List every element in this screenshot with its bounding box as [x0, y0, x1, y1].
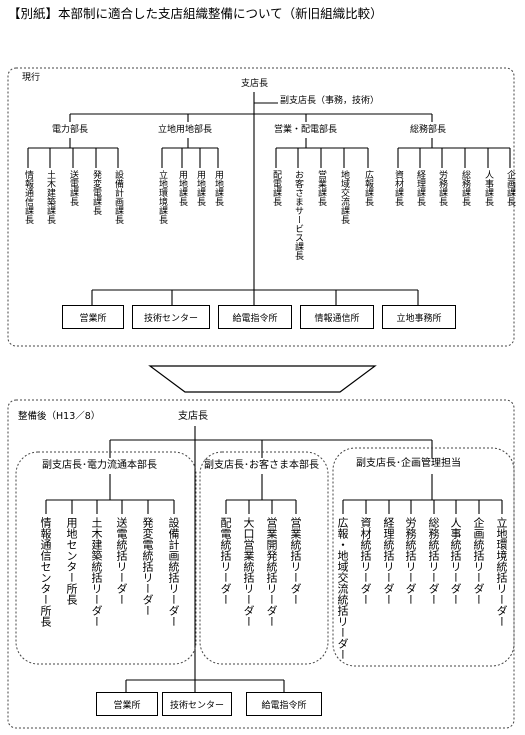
member-title: 発変電統括リーダー	[141, 517, 154, 616]
member-title: 営業統括リーダー	[289, 517, 302, 605]
section-title: 用地課長	[177, 170, 187, 206]
current-deputy: 副支店長（事務，技術）	[280, 96, 380, 106]
member-title: 労務統括リーダー	[404, 517, 417, 605]
member-title: 広報・地域交流統括リーダー	[336, 517, 349, 660]
section-title: 用地課長	[195, 170, 205, 206]
member-title: 土木建築統括リーダー	[90, 517, 103, 627]
office-box: 技術センター	[132, 305, 210, 329]
dept-name: 営業・配電部長	[274, 125, 338, 135]
section-title: 情報通信課長	[23, 170, 33, 224]
section-title: 設備計画課長	[113, 170, 123, 224]
section-title: お客さまサービス課長	[293, 170, 303, 260]
page-title: 【別紙】本部制に適合した支店組織整備について（新旧組織比較）	[8, 6, 383, 21]
dept-name: 電力部長	[52, 125, 89, 135]
dept-name: 総務部長	[410, 125, 447, 135]
section-title: 立地環境課長	[157, 170, 167, 224]
member-title: 設備計画統括リーダー	[167, 517, 180, 627]
section-title: 経理課長	[415, 170, 425, 206]
member-title: 用地センター所長	[65, 517, 78, 605]
dept-name: 立地用地部長	[158, 125, 213, 135]
current-frame	[7, 67, 515, 347]
group-enclosure-1	[15, 451, 197, 665]
section-title: 総務課長	[460, 170, 470, 206]
transition-arrow	[148, 365, 377, 393]
member-title: 人事統括リーダー	[449, 517, 462, 605]
section-title: 営業課長	[316, 170, 326, 206]
group-enclosure-3	[332, 447, 515, 667]
office-box: 技術センター	[162, 692, 232, 716]
member-title: 資材統括リーダー	[359, 517, 372, 605]
member-title: 情報通信センター所長	[39, 517, 52, 627]
current-root: 支店長	[241, 79, 269, 89]
section-title: 地域交流課長	[339, 170, 349, 224]
member-title: 経理統括リーダー	[382, 517, 395, 605]
section-title: 広報課長	[363, 170, 373, 206]
office-box: 立地事務所	[382, 305, 456, 329]
member-title: 立地環境統括リーダー	[495, 517, 508, 627]
group-name: 副支店長･電力流通本部長	[42, 460, 157, 471]
section-title: 資材課長	[393, 170, 403, 206]
section-title: 用地課長	[213, 170, 223, 206]
office-box: 給電指令所	[218, 305, 292, 329]
current-label: 現行	[22, 73, 41, 83]
section-title: 人事課長	[483, 170, 493, 206]
section-title: 企画課長	[505, 170, 515, 206]
member-title: 企画統括リーダー	[472, 517, 485, 605]
group-name: 副支店長･企画管理担当	[356, 458, 461, 469]
section-title: 労務課長	[437, 170, 447, 206]
section-title: 送電課長	[68, 170, 78, 206]
member-title: 配電統括リーダー	[219, 517, 232, 605]
member-title: 総務統括リーダー	[427, 517, 440, 605]
after-label: 整備後（H13／8）	[18, 411, 101, 422]
section-title: 発変電課長	[91, 170, 101, 215]
member-title: 大口営業統括リーダー	[242, 517, 255, 627]
after-root: 支店長	[178, 411, 208, 422]
group-enclosure-2	[199, 451, 329, 665]
office-box: 情報通信所	[300, 305, 374, 329]
after-frame	[7, 399, 515, 729]
section-title: 配電課長	[271, 170, 281, 206]
section-title: 土木建築課長	[45, 170, 55, 224]
group-name: 副支店長･お客さま本部長	[204, 460, 319, 471]
member-title: 送電統括リーダー	[115, 517, 128, 605]
member-title: 営業開発統括リーダー	[265, 517, 278, 627]
office-box: 営業所	[96, 692, 158, 716]
office-box: 給電指令所	[246, 692, 322, 716]
office-box: 営業所	[62, 305, 124, 329]
